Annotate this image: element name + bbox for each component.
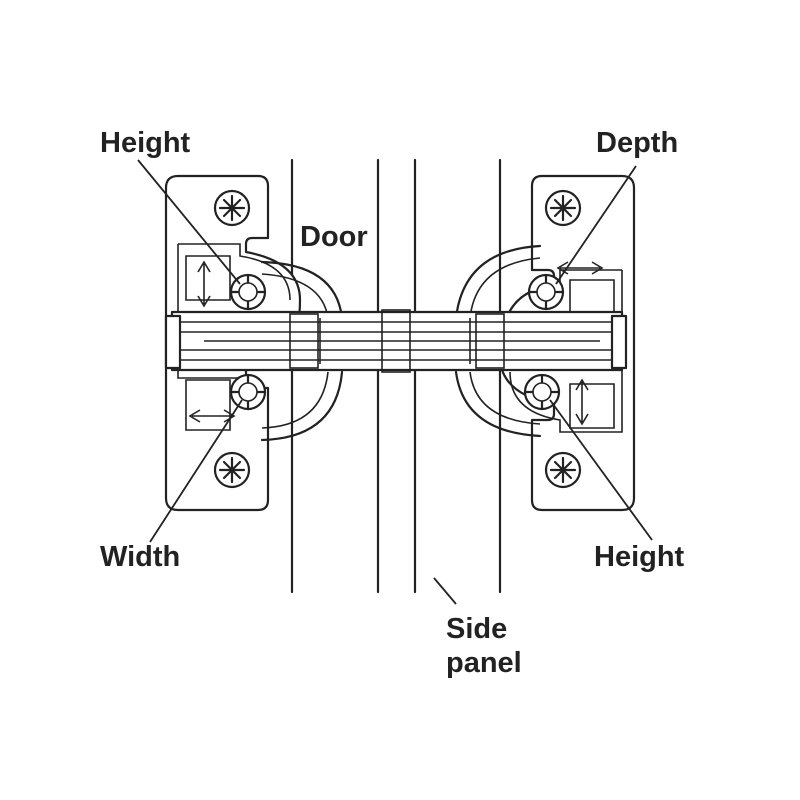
label-door: Door [300,221,368,253]
double-arrow-icon [188,409,236,423]
door-panel [290,158,380,594]
label-side-panel-line2: panel [446,647,522,679]
screw-head-icon [213,189,251,227]
label-width: Width [100,541,180,573]
side-panel [413,158,502,594]
double-arrow-icon [197,260,211,308]
screw-head-icon [544,451,582,489]
label-depth: Depth [596,127,678,159]
right-hinge-cup [454,244,542,438]
leader-line-side-panel [433,577,457,605]
leader-line-height-right [549,399,653,541]
leader-line-height-left [137,159,241,285]
hinge-arm [164,309,628,373]
double-arrow-icon [575,378,589,426]
screw-head-icon [213,451,251,489]
left-hinge-cup [260,260,344,442]
label-height-left: Height [100,127,191,159]
adjustment-screw-icon [527,273,565,311]
leader-line-depth [555,165,637,285]
adjustment-screw-icon [229,373,267,411]
screw-head-icon [544,189,582,227]
label-side-panel-line1: Side [446,613,507,645]
leader-line-width [149,399,243,543]
label-height-right: Height [594,541,685,573]
